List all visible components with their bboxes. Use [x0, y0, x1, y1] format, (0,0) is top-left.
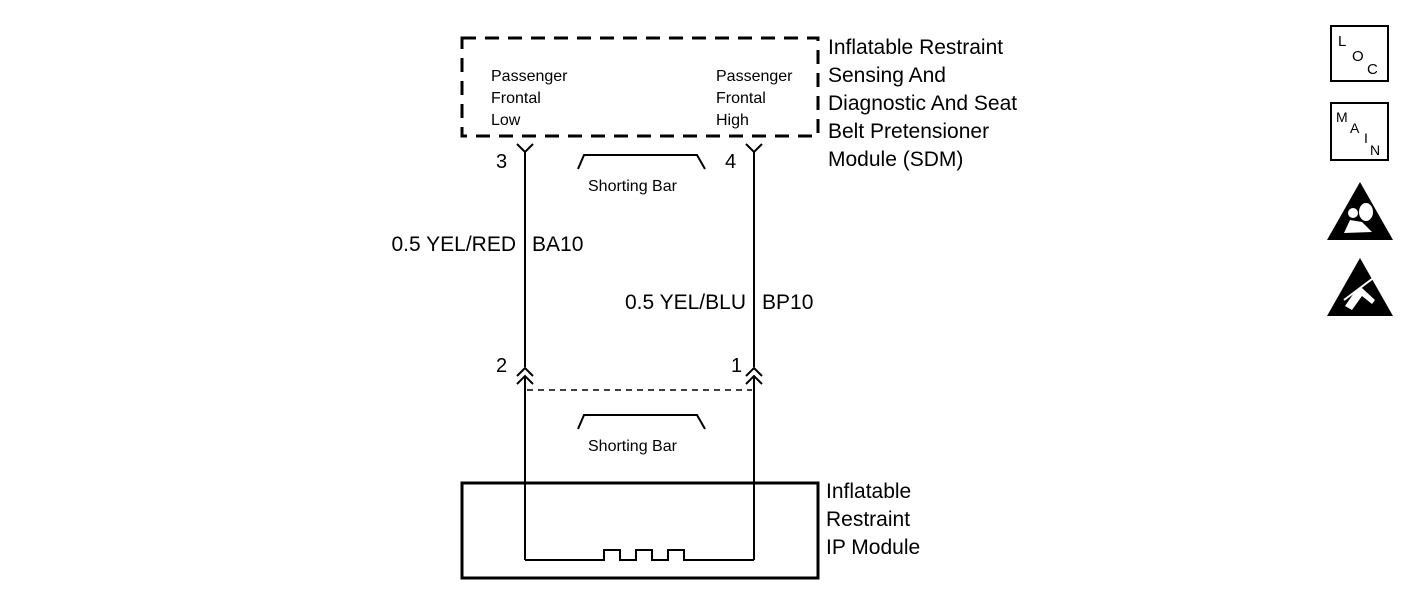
- main-letter-m: M: [1336, 109, 1348, 125]
- sdm-right-terminal-line-3: High: [716, 112, 749, 129]
- esd-warning-slash: [1343, 275, 1377, 301]
- connector-shorting-bar-label: Shorting Bar: [588, 438, 678, 455]
- loc-letter-o: O: [1352, 48, 1364, 65]
- loc-letter-c: C: [1367, 61, 1378, 78]
- esd-warning-hand: [1345, 288, 1375, 310]
- sdm-left-terminal-line-1: Passenger: [491, 68, 568, 85]
- sdm-title-line-3: Diagnostic And Seat: [828, 92, 1017, 115]
- sdm-pin-left: 3: [496, 151, 507, 173]
- ip-module-squib: [525, 549, 754, 561]
- airbag-warning-figure-head: [1348, 208, 1358, 218]
- main-icon[interactable]: M A I N: [1330, 102, 1389, 161]
- sdm-pin-right: 4: [725, 151, 736, 173]
- main-letter-i: I: [1364, 130, 1368, 146]
- connector-pin-left: 2: [496, 355, 507, 377]
- loc-icon-frame: [1330, 25, 1389, 82]
- wire-left-gauge-color: 0.5 YEL/RED: [391, 233, 516, 256]
- ip-module: Inflatable Restraint IP Module: [460, 376, 920, 580]
- sdm-box: [460, 36, 820, 138]
- inline-connector: 2 1 Shorting Bar: [496, 355, 763, 455]
- ip-module-title-line-1: Inflatable: [826, 480, 911, 503]
- main-letter-n: N: [1370, 142, 1380, 158]
- sdm-title-line-1: Inflatable Restraint: [828, 36, 1003, 59]
- sdm-title-line-4: Belt Pretensioner: [828, 120, 989, 143]
- main-letter-a: A: [1350, 120, 1360, 136]
- wire-right-circuit: BP10: [762, 291, 813, 314]
- sdm-shorting-bar-label: Shorting Bar: [588, 178, 678, 195]
- sdm-shorting-bar-symbol: [577, 154, 706, 170]
- wires: 0.5 YEL/RED BA10 0.5 YEL/BLU BP10: [391, 152, 813, 367]
- sdm-right-terminal-line-2: Frontal: [716, 90, 766, 107]
- sdm-module: Inflatable Restraint Sensing And Diagnos…: [460, 36, 1017, 171]
- sdm-right-terminal-line-1: Passenger: [716, 68, 793, 85]
- airbag-warning-icon[interactable]: [1327, 182, 1393, 240]
- ip-module-title-line-2: Restraint: [826, 508, 910, 531]
- sdm-left-terminal-line-3: Low: [491, 112, 521, 129]
- sdm-terminal-left-symbol: [516, 143, 534, 154]
- connector-right-chevron-top: [745, 366, 763, 377]
- loc-letter-l: L: [1338, 33, 1346, 50]
- sdm-title-line-5: Module (SDM): [828, 148, 963, 171]
- sdm-left-terminal-line-2: Frontal: [491, 90, 541, 107]
- sdm-terminal-right-symbol: [745, 143, 763, 154]
- ip-module-box: [460, 481, 820, 580]
- wire-right-gauge-color: 0.5 YEL/BLU: [625, 291, 746, 314]
- main-icon-frame: [1330, 102, 1389, 161]
- esd-warning-icon[interactable]: [1327, 258, 1393, 316]
- sdm-terminals: 3 4 Shorting Bar: [496, 143, 763, 195]
- connector-left-chevron-top: [516, 366, 534, 377]
- ip-module-title-line-3: IP Module: [826, 536, 920, 559]
- connector-shorting-bar-symbol: [577, 414, 706, 430]
- wire-left-circuit: BA10: [532, 233, 583, 256]
- airbag-warning-bag: [1359, 203, 1373, 221]
- airbag-warning-figure-body: [1344, 220, 1372, 233]
- sdm-title-line-2: Sensing And: [828, 64, 946, 87]
- connector-pin-right: 1: [731, 355, 742, 377]
- loc-icon[interactable]: L O C: [1330, 25, 1389, 82]
